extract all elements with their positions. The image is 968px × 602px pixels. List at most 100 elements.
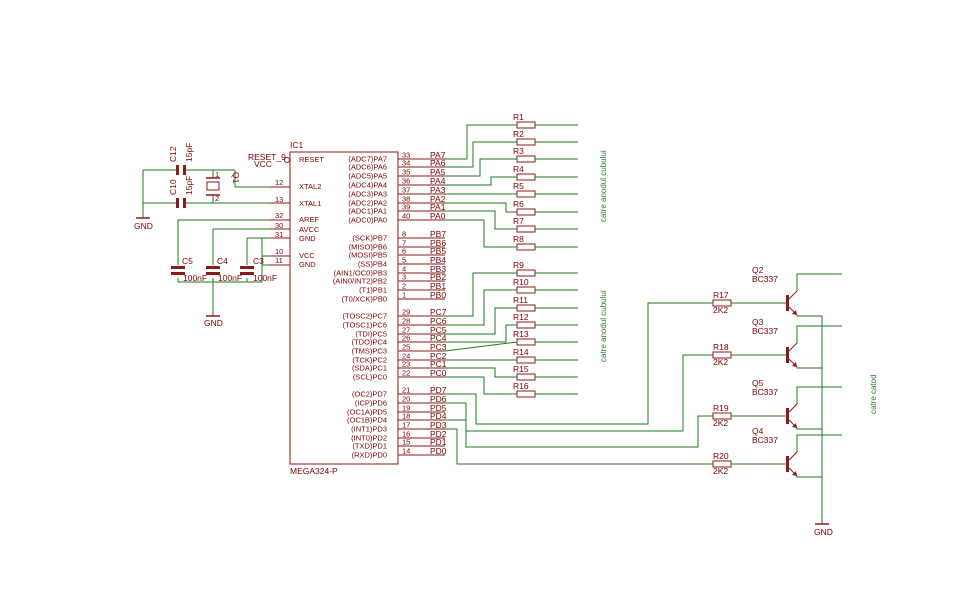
wire bbox=[445, 354, 713, 432]
ic-pin-function: (TCK)PC2 bbox=[352, 356, 387, 365]
wire bbox=[445, 324, 517, 343]
wire bbox=[445, 289, 517, 326]
ic-net-label: PD5 bbox=[430, 403, 447, 413]
ic-pin-num: 28 bbox=[402, 317, 410, 326]
resistor-name: R12 bbox=[513, 312, 529, 322]
wire bbox=[445, 367, 517, 378]
resistor-name: R16 bbox=[513, 381, 529, 391]
transistor-name: Q5 bbox=[752, 378, 764, 388]
ic-net-label: PB1 bbox=[430, 281, 446, 291]
cap-value: 100nF bbox=[218, 273, 242, 283]
cap-plate bbox=[176, 165, 179, 175]
ic-pin-function: (TOSC2)PC7 bbox=[343, 312, 387, 321]
transistor-type: BC337 bbox=[752, 326, 778, 336]
ic-net-label: PD0 bbox=[430, 446, 447, 456]
ic1-part: MEGA324-P bbox=[290, 466, 338, 476]
transistor-base-bar bbox=[786, 347, 789, 363]
ic-pin-function: (ADC4)PA4 bbox=[348, 181, 387, 190]
ic-pin-function: (AIN1/OC0)PB3 bbox=[334, 269, 387, 278]
ic-net-label: PC5 bbox=[430, 325, 447, 335]
ic-pin-function: (TMS)PC3 bbox=[352, 347, 387, 356]
crystal-q1: 1 2 Q1 bbox=[206, 170, 241, 203]
transistor-base-bar bbox=[786, 456, 789, 472]
cap-plate bbox=[240, 266, 254, 269]
cap-name: C5 bbox=[182, 256, 193, 266]
ic-pin-function: (INT1)PD3 bbox=[351, 425, 387, 434]
ic-net-label: PD1 bbox=[430, 437, 447, 447]
xtal-pin2: 2 bbox=[215, 194, 219, 203]
resistor-name: R4 bbox=[513, 164, 524, 174]
wire bbox=[445, 307, 517, 335]
transistor-collector bbox=[788, 403, 798, 413]
ic-pin-num: 8 bbox=[402, 230, 406, 239]
capacitor-c4: C4 100nF bbox=[206, 256, 242, 283]
ic-pin-num: 18 bbox=[402, 412, 410, 421]
resistor-body bbox=[516, 121, 536, 129]
ic-pin-name: AVCC bbox=[299, 225, 320, 234]
cap-plate bbox=[240, 272, 254, 275]
ic-pin-num: 17 bbox=[402, 421, 410, 430]
pa-pc-routing bbox=[444, 124, 713, 465]
ic-pin-num: 26 bbox=[402, 334, 410, 343]
transistor-base-bar bbox=[786, 408, 789, 424]
transistor-drivers: R172K2Q2BC337R182K2Q3BC337R192K2Q5BC337R… bbox=[712, 265, 842, 478]
ic-pin-num: 23 bbox=[402, 360, 410, 369]
ic-pin-num: 2 bbox=[402, 282, 406, 291]
resistor-name: R20 bbox=[713, 451, 729, 461]
resistor-body bbox=[516, 225, 536, 233]
resistor-body bbox=[516, 138, 536, 146]
resistor-name: R2 bbox=[513, 129, 524, 139]
cap-plate bbox=[183, 165, 186, 175]
ic-pin-name: AREF bbox=[299, 215, 319, 224]
resistor-body bbox=[516, 356, 536, 364]
ic-pin-function: (TOSC1)PC6 bbox=[343, 321, 387, 330]
resistor-name: R15 bbox=[513, 364, 529, 374]
resistor-name: R1 bbox=[513, 112, 524, 122]
wire bbox=[445, 202, 517, 213]
decoupling-section bbox=[177, 219, 270, 316]
transistor-arrow bbox=[792, 423, 797, 428]
ic-pin-function: (ADC5)PA5 bbox=[348, 172, 387, 181]
ic-pin-function: (ICP)PD6 bbox=[355, 399, 387, 408]
ic-net-label: PA2 bbox=[430, 194, 446, 204]
ic-pin-num: 24 bbox=[402, 352, 410, 361]
resistor-body bbox=[516, 390, 536, 398]
ic-net-label: PC4 bbox=[430, 333, 447, 343]
ic-pin-num: 6 bbox=[402, 247, 406, 256]
resistor-value: 2K2 bbox=[713, 418, 728, 428]
ic-pin-function: (ADC2)PA2 bbox=[348, 199, 387, 208]
ic-net-label: PD7 bbox=[430, 385, 447, 395]
gnd-label: GND bbox=[814, 527, 833, 537]
resistor-name: R11 bbox=[513, 295, 528, 305]
resistor-name: R9 bbox=[513, 260, 524, 270]
vcc-label: VCC bbox=[254, 159, 272, 169]
transistor-arrow bbox=[792, 362, 797, 367]
cap-plate bbox=[171, 272, 185, 275]
capacitor-c12: C12 15pF bbox=[168, 143, 194, 175]
cap-name: C4 bbox=[217, 256, 228, 266]
ic-pin-function: (T0/XCK)PB0 bbox=[342, 295, 387, 304]
ic-pin-function: (SS)PB4 bbox=[358, 260, 387, 269]
ic-pin-function: (OC1A)PD5 bbox=[347, 408, 387, 417]
net-label-cathode: catre catod bbox=[869, 374, 878, 414]
resistor-name: R14 bbox=[513, 347, 529, 357]
transistor-name: Q3 bbox=[752, 317, 764, 327]
reset-pin-bubble bbox=[284, 157, 290, 163]
cap-value: 15pF bbox=[184, 176, 194, 195]
ic-net-label: PB3 bbox=[430, 264, 446, 274]
wire bbox=[796, 325, 842, 343]
ic-pin-function: (TXD)PD1 bbox=[352, 442, 387, 451]
transistor-type: BC337 bbox=[752, 387, 778, 397]
ic-net-label: PB6 bbox=[430, 238, 446, 248]
resistor-name: R6 bbox=[513, 199, 524, 209]
ic-pin-function: (RXD)PD0 bbox=[352, 451, 387, 460]
resistor-name: R18 bbox=[713, 342, 729, 352]
cap-plate bbox=[206, 272, 220, 275]
cap-name: C12 bbox=[168, 146, 178, 162]
ic-net-label: PC6 bbox=[430, 316, 447, 326]
ic-pin-num: 27 bbox=[402, 326, 410, 335]
resistor-body bbox=[516, 338, 536, 346]
resistor-value: 2K2 bbox=[713, 466, 728, 476]
wire bbox=[445, 141, 517, 168]
ic-pin-name: RESET bbox=[299, 155, 324, 164]
